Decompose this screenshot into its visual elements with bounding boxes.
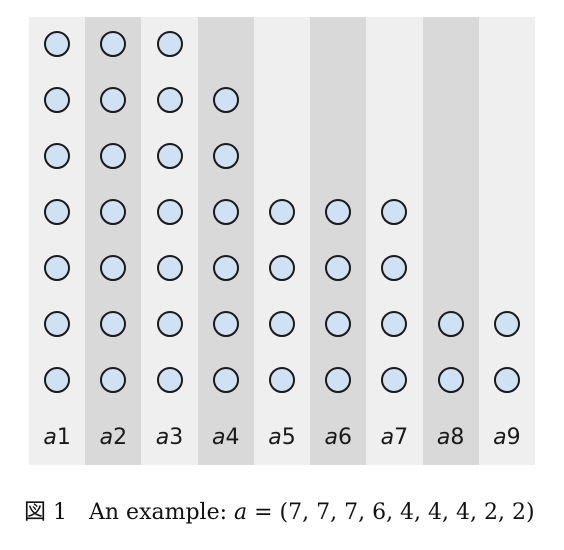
column-a9: a9 xyxy=(478,17,535,465)
dot xyxy=(156,31,183,57)
dot xyxy=(156,199,183,225)
column-a8: a8 xyxy=(422,17,479,465)
dot xyxy=(156,367,183,393)
column-a7: a7 xyxy=(366,17,423,465)
dot xyxy=(325,311,352,337)
dot xyxy=(44,87,71,113)
dot xyxy=(156,311,183,337)
dot xyxy=(44,143,71,169)
column-label-index: 8 xyxy=(450,425,465,450)
column-a5: a5 xyxy=(253,17,311,465)
dot xyxy=(381,255,408,281)
column-label-index: 4 xyxy=(225,425,240,450)
dot xyxy=(100,311,127,337)
dot xyxy=(100,367,127,393)
dot xyxy=(268,255,295,281)
column-label: a4 xyxy=(198,425,254,450)
column-label-index: 5 xyxy=(281,425,296,450)
column-a1: a1 xyxy=(29,17,86,465)
dot xyxy=(212,199,239,225)
column-label-index: 1 xyxy=(56,425,71,450)
column-label-index: 7 xyxy=(394,425,409,450)
dot xyxy=(156,143,183,169)
column-a2: a2 xyxy=(85,17,142,465)
dot xyxy=(100,31,127,57)
caption-prefix: An example: xyxy=(89,500,234,525)
dot xyxy=(325,255,352,281)
caption-equation: = (7, 7, 7, 6, 4, 4, 4, 2, 2) xyxy=(247,500,535,525)
column-a3: a3 xyxy=(141,17,198,465)
dot xyxy=(493,311,520,337)
column-label: a2 xyxy=(85,425,141,450)
column-label-index: 9 xyxy=(506,425,521,450)
figure-caption: 図 1 An example: a = (7, 7, 7, 6, 4, 4, 4,… xyxy=(24,494,544,526)
dot xyxy=(100,143,127,169)
column-label-variable: a xyxy=(380,425,395,450)
dot xyxy=(100,199,127,225)
column-label: a5 xyxy=(254,425,310,450)
column-label: a6 xyxy=(310,425,366,450)
column-label: a9 xyxy=(479,425,535,450)
dot xyxy=(381,199,408,225)
column-label-variable: a xyxy=(268,425,282,450)
dot xyxy=(100,87,127,113)
column-label-index: 2 xyxy=(113,425,128,450)
dot xyxy=(381,311,408,337)
column-label-variable: a xyxy=(493,425,507,450)
dot xyxy=(325,367,352,393)
dot xyxy=(156,255,183,281)
column-label-variable: a xyxy=(212,425,226,450)
column-label-variable: a xyxy=(324,425,338,450)
column-label-variable: a xyxy=(43,425,57,450)
dot xyxy=(268,311,295,337)
dot xyxy=(156,87,183,113)
dot xyxy=(212,311,239,337)
dot xyxy=(493,367,520,393)
dot xyxy=(325,199,352,225)
column-label-variable: a xyxy=(436,425,451,450)
column-a4: a4 xyxy=(197,17,254,465)
dot xyxy=(44,255,71,281)
dot xyxy=(437,311,464,337)
column-a6: a6 xyxy=(310,17,367,465)
dot xyxy=(212,255,239,281)
dot xyxy=(44,31,71,57)
column-label: a1 xyxy=(29,425,85,450)
column-label: a3 xyxy=(141,425,197,450)
dot xyxy=(381,367,408,393)
column-label-index: 3 xyxy=(169,425,184,450)
figure-number: 図 1 xyxy=(24,500,67,525)
column-label-variable: a xyxy=(99,425,114,450)
column-label-index: 6 xyxy=(337,425,352,450)
dot xyxy=(100,255,127,281)
column-label-variable: a xyxy=(155,425,170,450)
dot xyxy=(212,143,239,169)
dot xyxy=(44,311,71,337)
column-label: a7 xyxy=(366,425,422,450)
dot xyxy=(212,367,239,393)
column-label: a8 xyxy=(423,425,479,450)
dot xyxy=(268,367,295,393)
caption-math-variable: a xyxy=(234,500,248,525)
dot xyxy=(437,367,464,393)
dot xyxy=(268,199,295,225)
dot xyxy=(44,199,71,225)
dot xyxy=(212,87,239,113)
dot xyxy=(44,367,71,393)
